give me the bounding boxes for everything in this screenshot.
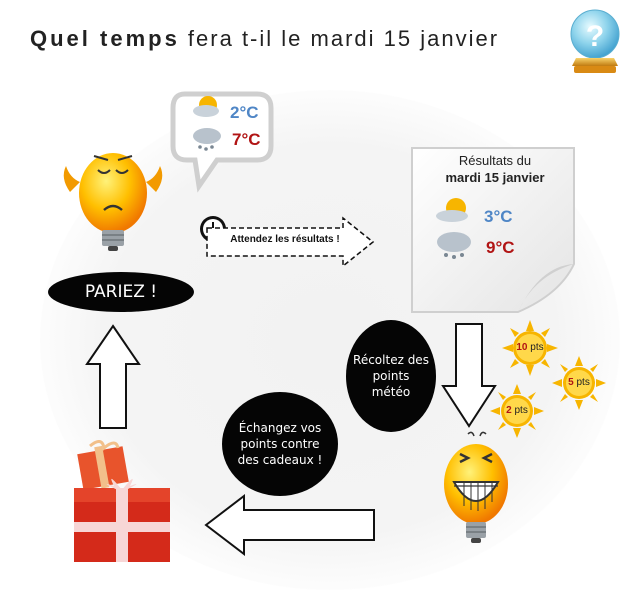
wait-label: Attendez les résultats ! (230, 234, 340, 245)
sun-cloud-icon (436, 198, 468, 222)
sun-points-icon (490, 384, 544, 438)
forecast-temp-max: 7°C (232, 130, 261, 149)
exchange-points-bubble: Échangez vos points contre des cadeaux ! (222, 392, 338, 496)
rain-cloud-icon (193, 128, 221, 151)
page-title: Quel temps fera t-il le mardi 15 janvier (30, 26, 500, 51)
svg-text:?: ? (586, 20, 604, 53)
sun-points-label-5: 5 pts (568, 377, 590, 388)
worried-bulb-mascot-icon (63, 153, 163, 251)
crystal-ball-icon: ? (570, 9, 620, 73)
sun-points-icon (552, 356, 606, 410)
sun-points-label-2: 2 pts (506, 405, 528, 416)
forecast-bubble (170, 91, 274, 193)
happy-bulb-mascot-icon (444, 431, 508, 543)
forecast-temp-min: 2°C (230, 103, 259, 122)
down-arrow (441, 323, 497, 428)
sun-points-icon (502, 320, 558, 376)
left-arrow (204, 494, 375, 556)
results-temp-max: 9°C (486, 238, 515, 257)
results-title: Résultats du mardi 15 janvier (445, 153, 545, 185)
collect-points-bubble: Récoltez des points météo (346, 320, 436, 432)
up-arrow (85, 324, 141, 429)
wait-arrow (206, 216, 375, 268)
bet-button[interactable]: PARIEZ ! (48, 272, 194, 312)
sun-points-label-10: 10 pts (516, 342, 544, 353)
results-paper (411, 147, 575, 313)
gift-icon (74, 440, 170, 562)
rain-cloud-icon (437, 232, 471, 259)
results-temp-min: 3°C (484, 207, 513, 226)
sun-cloud-icon (193, 96, 219, 117)
